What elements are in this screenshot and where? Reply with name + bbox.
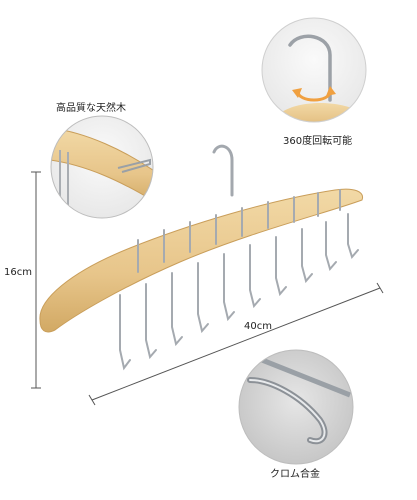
hook-row (119, 189, 359, 371)
metal-label: クロム合金 (270, 469, 320, 480)
zoom-circle-hook (261, 17, 367, 123)
zoom-circle-chrome (238, 349, 354, 465)
rotate-arrow-icon (292, 86, 336, 102)
tie-hanger (39, 144, 364, 371)
wooden-bar (39, 188, 364, 333)
width-dimension (88, 282, 384, 406)
height-dimension (31, 171, 41, 389)
width-label: 40cm (244, 321, 272, 332)
center-hook (212, 144, 234, 197)
zoom-circle-wood (50, 115, 154, 219)
height-label: 16cm (4, 267, 32, 278)
rotation-label: 360度回転可能 (283, 136, 353, 147)
material-label: 高品質な天然木 (56, 103, 126, 114)
